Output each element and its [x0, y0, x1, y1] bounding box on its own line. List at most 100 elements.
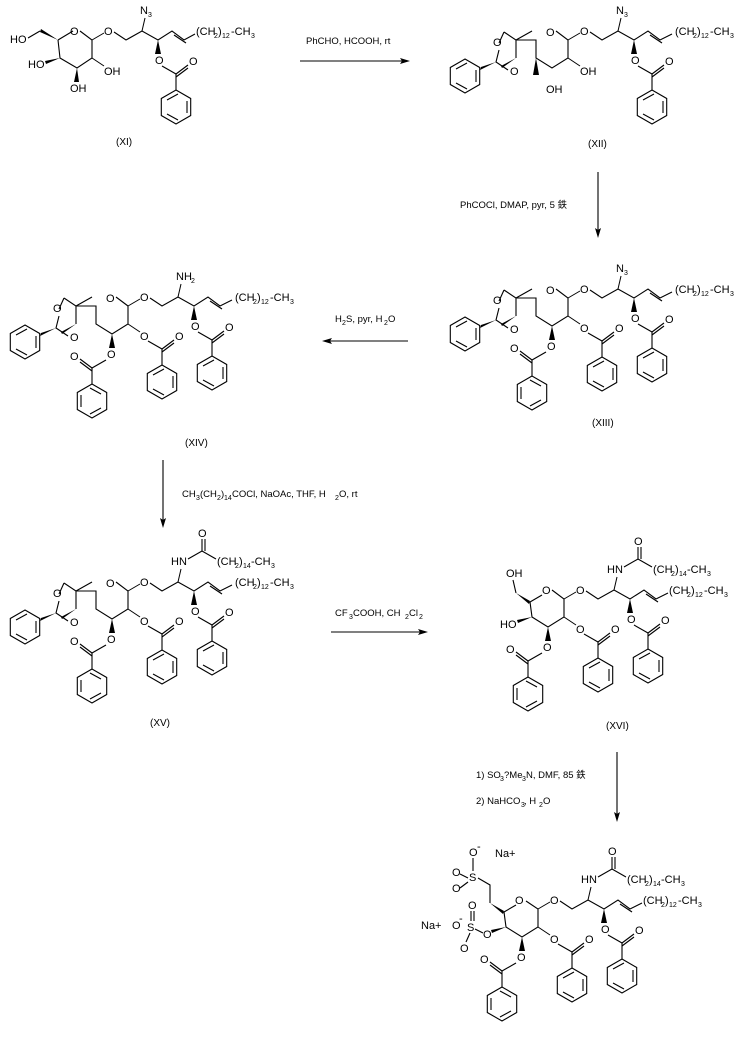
- bond: [27, 30, 41, 39]
- compound-label: (XI): [116, 137, 132, 148]
- atom-label: O: [225, 607, 234, 619]
- atom-label: 2: [253, 584, 257, 591]
- atom-label: O: [468, 900, 477, 912]
- bond: [63, 582, 77, 609]
- reaction-conditions: PhCHO, HCOOH, rt: [306, 36, 391, 47]
- arrowhead: [322, 338, 332, 344]
- bond: [617, 17, 622, 32]
- reaction-conditions: CH 3 (CH 2 ) 14 COCl, NaOAc, THF, H 2 O,…: [182, 489, 358, 502]
- atom-label: O: [580, 26, 589, 38]
- hydroxyl-label: HO: [500, 619, 517, 631]
- benzene-ring: [77, 359, 106, 418]
- atom-label: 14: [653, 881, 661, 888]
- atom-label: O: [547, 341, 556, 353]
- atom-label: 12: [701, 33, 709, 40]
- atom-label: 3: [624, 12, 628, 19]
- atom-label: O: [665, 314, 674, 326]
- atom-label: 2: [661, 902, 665, 909]
- wedge-bond: [545, 627, 551, 641]
- benzene-ring: [147, 625, 176, 684]
- atom-label: 14: [679, 571, 687, 578]
- atom-label: O: [493, 37, 502, 49]
- reaction-conditions: PhCOCl, DMAP, pyr, 5 鉄: [460, 199, 567, 211]
- atom-label: (CH: [200, 489, 217, 500]
- bond: [587, 886, 592, 901]
- atom-label: 3: [251, 33, 255, 40]
- wedge-bond: [501, 58, 516, 68]
- bond: [141, 17, 146, 32]
- bond: [563, 591, 577, 600]
- bond: [187, 550, 217, 560]
- atom-label: COOH, CH: [353, 608, 401, 619]
- compound-XII: O O O OH OH O N 3 O O (CH 2 ) 12 -CH 3 (…: [449, 5, 734, 150]
- bond: [597, 868, 627, 878]
- bond: [177, 568, 182, 583]
- atom-label: 14: [224, 495, 232, 502]
- bond: [113, 30, 196, 41]
- bond: [127, 298, 141, 307]
- atom-label: ): [665, 895, 669, 907]
- bond: [76, 581, 129, 620]
- atom-label: (CH: [627, 874, 647, 886]
- atom-label: 3: [349, 614, 353, 621]
- atom-label: (CH: [675, 284, 695, 296]
- ester-oxygen: O: [155, 55, 164, 67]
- benzene-ring: [513, 652, 542, 711]
- reaction-conditions: CF 3 COOH, CH 2 Cl 2: [335, 608, 423, 621]
- atom-label: 12: [695, 592, 703, 599]
- hydroxyl-label: OH: [70, 83, 87, 95]
- atom-label: O: [175, 616, 184, 628]
- benzene-ring: [147, 340, 176, 399]
- atom-label: O: [510, 324, 519, 336]
- structure-part: [513, 652, 542, 711]
- wedge-bond: [45, 58, 60, 64]
- atom-label: ): [649, 874, 653, 886]
- atom-label: (CH: [669, 585, 689, 597]
- atom-label: 2: [384, 320, 388, 327]
- atom-label: O: [585, 934, 594, 946]
- wedge-bond: [191, 591, 197, 605]
- atom-label: Cl: [409, 608, 418, 619]
- amide-label: HN: [171, 556, 187, 568]
- atom-label: 2: [645, 881, 649, 888]
- structure-part: [77, 359, 106, 418]
- atom-label: (CH: [217, 556, 237, 568]
- bond: [589, 288, 673, 299]
- benzene-ring: [637, 323, 666, 382]
- bond: [58, 582, 65, 595]
- bond: [209, 300, 223, 310]
- atom-label: 12: [669, 902, 677, 909]
- alkyl-chain-label: (CH 2 ) 12 -CH 3: [669, 585, 728, 599]
- wedge-bond: [109, 334, 115, 348]
- benzene-ring: [197, 616, 226, 675]
- bond: [127, 583, 141, 592]
- atom-label: 3: [724, 592, 728, 599]
- wedge-bond: [40, 613, 56, 621]
- bond: [619, 903, 633, 913]
- benzene-ring: [557, 943, 586, 1002]
- atom-label: O: [550, 934, 559, 946]
- amine-label: NH: [176, 271, 192, 283]
- atom-label: 2: [217, 495, 221, 502]
- atom-label: 3: [271, 563, 275, 570]
- atom-label: S, pyr, H: [346, 314, 383, 325]
- atom-label: O: [611, 624, 620, 636]
- bond: [503, 904, 517, 913]
- alkyl-chain-label: (CH 2 ) 12 -CH 3: [675, 26, 734, 40]
- atom-label: O: [388, 314, 395, 325]
- reaction-conditions: 1) SO 3 ?Me 3 N, DMF, 85 鉄 2) NaHCO 3 , …: [476, 769, 586, 809]
- bond: [649, 292, 663, 302]
- bond: [149, 581, 233, 592]
- bond: [127, 323, 141, 333]
- bond: [567, 290, 581, 299]
- atom-label: O: [543, 796, 550, 807]
- atom-label: 2: [253, 299, 257, 306]
- bond: [465, 932, 471, 943]
- atom-label: N: [616, 263, 624, 275]
- bond: [177, 283, 182, 298]
- bond: [91, 32, 105, 41]
- atom-label: (CH: [653, 564, 673, 576]
- bond: [515, 288, 533, 299]
- bond: [503, 900, 539, 938]
